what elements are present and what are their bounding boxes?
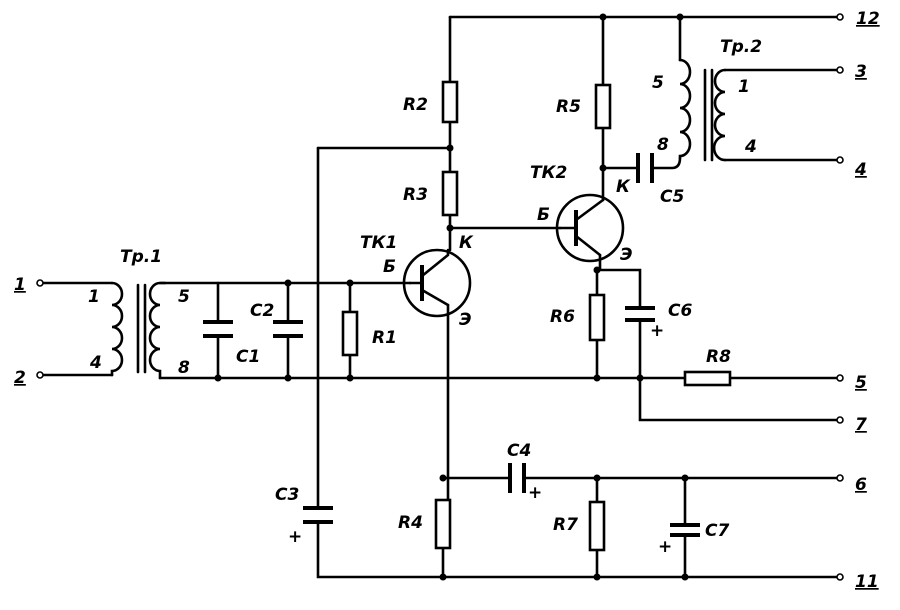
r8-label: R8 (706, 347, 731, 367)
c4-label: C4 (507, 441, 531, 461)
tk2-label: ТК2 (530, 163, 567, 183)
terminal-6-label: 6 (855, 475, 867, 495)
c5-label: C5 (660, 187, 684, 207)
transformer-tr2 (678, 58, 727, 162)
tr1-winding-8: 8 (178, 358, 190, 378)
terminal-7-label: 7 (855, 415, 867, 435)
c6-polarity: + (650, 321, 664, 341)
terminals (36, 13, 844, 581)
tr2-winding-4: 4 (744, 137, 757, 157)
r1-label: R1 (372, 328, 397, 348)
tk2-collector-label: К (616, 177, 631, 197)
wires (38, 15, 842, 579)
r3-label: R3 (403, 185, 428, 205)
tk2-emitter-label: Э (620, 245, 632, 265)
terminal-1-label: 1 (14, 275, 26, 295)
tr1-winding-4: 4 (89, 353, 102, 373)
tk2-base-label: Б (537, 205, 550, 225)
c4-polarity: + (528, 483, 542, 503)
terminal-11-label: 11 (855, 572, 879, 592)
terminal-2-label: 2 (14, 368, 26, 388)
c3-polarity: + (288, 527, 302, 547)
c7-label: C7 (705, 521, 729, 541)
r4-label: R4 (398, 513, 423, 533)
r6-label: R6 (550, 307, 575, 327)
c2-label: C2 (250, 301, 274, 321)
tr2-winding-1: 1 (738, 77, 750, 97)
c7-polarity: + (658, 537, 672, 557)
tr2-winding-8: 8 (657, 135, 669, 155)
terminal-3-label: 3 (855, 62, 867, 82)
labels: Тр.1 Тр.2 ТК1 ТК2 Б К Э Б К Э R1 R2 R3 R… (14, 9, 880, 592)
tr1-winding-5: 5 (178, 287, 190, 307)
capacitor-plates (203, 153, 700, 537)
tr2-winding-5: 5 (652, 73, 664, 93)
transistor-tk2 (555, 193, 625, 263)
tk1-base-label: Б (383, 257, 396, 277)
resistor-bodies (341, 80, 732, 552)
terminal-5-label: 5 (855, 373, 867, 393)
terminal-4-label: 4 (854, 160, 867, 180)
tr1-winding-1: 1 (88, 287, 100, 307)
junction-dots (214, 13, 689, 581)
tk1-emitter-label: Э (459, 310, 471, 330)
tr2-label: Тр.2 (720, 37, 762, 57)
c3-label: C3 (275, 485, 299, 505)
tk1-collector-label: К (459, 233, 474, 253)
transformer-tr1 (110, 281, 167, 380)
c1-label: C1 (236, 347, 260, 367)
transistor-tk1 (402, 248, 472, 318)
tr1-label: Тр.1 (120, 247, 162, 267)
tk1-label: ТК1 (360, 233, 397, 253)
c6-label: C6 (668, 301, 692, 321)
r2-label: R2 (403, 95, 428, 115)
r7-label: R7 (553, 515, 578, 535)
terminal-12-label: 12 (856, 9, 880, 29)
r5-label: R5 (556, 97, 581, 117)
